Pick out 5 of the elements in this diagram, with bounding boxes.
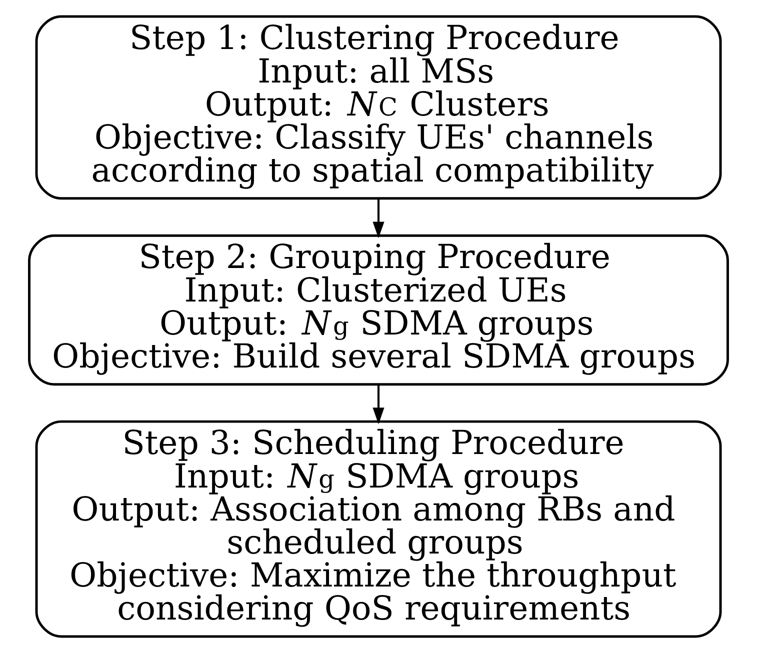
arrow (372, 384, 384, 424)
node-box: Step 3: Scheduling Procedure Input: Ng SDMA groups Output: Association among RBs and scheduled groups Objective: Maximize the throughput considering QoS requirements (35, 420, 722, 638)
node-box: Step 2: Grouping Procedure Input: Clusterized UEs Output: Ng SDMA groups Objective: Build several SDMA groups (28, 234, 729, 386)
node-box: Step 1: Clustering Procedure Input: all MSs Output: NC Clusters Objective: Classify UEs' channels according to spatial compatibility (35, 15, 722, 200)
arrow (372, 198, 384, 238)
